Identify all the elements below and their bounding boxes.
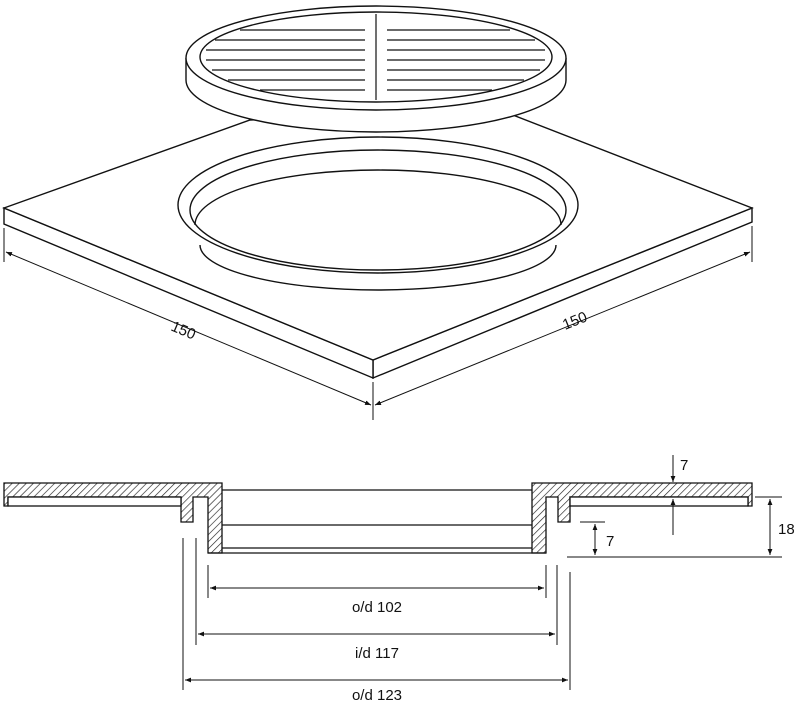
dim-150-right: 150 xyxy=(560,309,590,334)
dim-id-117: i/d 117 xyxy=(355,645,399,662)
dim-od-123: o/d 123 xyxy=(352,687,402,704)
iso-grate xyxy=(185,5,567,133)
dim-150-left: 150 xyxy=(168,318,198,343)
section-view xyxy=(3,482,753,554)
iso-plate xyxy=(2,109,754,380)
dim-od-102: o/d 102 xyxy=(352,599,402,616)
dim-rib-depth: 7 xyxy=(606,533,614,550)
dim-overall-height: 18 xyxy=(778,521,795,538)
iso-dimensions xyxy=(3,226,753,420)
dim-flange-thickness: 7 xyxy=(680,457,688,474)
section-dimensions xyxy=(182,455,782,690)
